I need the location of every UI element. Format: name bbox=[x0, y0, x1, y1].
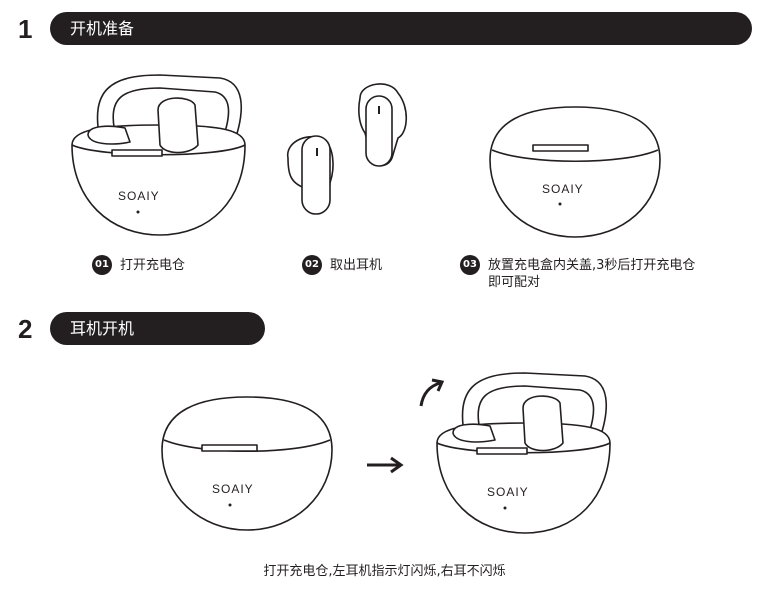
open-case-illustration: SOAIY bbox=[71, 74, 246, 236]
open-case-illustration: SOAIY bbox=[436, 372, 611, 534]
step-text: 取出耳机 bbox=[330, 258, 383, 273]
step-2: 02 取出耳机 bbox=[302, 255, 383, 275]
caption-text: 打开充电仓,左耳机指示灯闪烁,右耳不闪烁 bbox=[263, 564, 506, 579]
step-1: 01 打开充电仓 bbox=[92, 255, 186, 275]
brand-logo: SOAIY bbox=[542, 182, 584, 196]
arrow-right-icon bbox=[367, 456, 404, 474]
step-badge: 03 bbox=[460, 255, 480, 275]
step-badge: 01 bbox=[92, 255, 112, 275]
curved-arrow-icon bbox=[419, 378, 445, 407]
step-badge: 02 bbox=[302, 255, 322, 275]
section2-caption: 打开充电仓,左耳机指示灯闪烁,右耳不闪烁 bbox=[0, 563, 769, 580]
brand-logo: SOAIY bbox=[212, 482, 254, 496]
section-title: 耳机开机 bbox=[50, 312, 265, 345]
step-text: 放置充电盒内关盖,3秒后打开充电仓即可配对 bbox=[488, 258, 696, 290]
section-number: 1 bbox=[18, 14, 33, 44]
closed-case-illustration: SOAIY bbox=[489, 106, 661, 238]
closed-case-illustration: SOAIY bbox=[161, 396, 333, 531]
step-text: 打开充电仓 bbox=[120, 258, 186, 273]
section-title: 开机准备 bbox=[50, 12, 752, 45]
brand-logo: SOAIY bbox=[118, 189, 160, 203]
step-3: 03 放置充电盒内关盖,3秒后打开充电仓即可配对 bbox=[460, 255, 700, 291]
brand-logo: SOAIY bbox=[487, 485, 529, 499]
earbuds-illustration bbox=[287, 83, 408, 215]
section-number: 2 bbox=[18, 314, 33, 344]
